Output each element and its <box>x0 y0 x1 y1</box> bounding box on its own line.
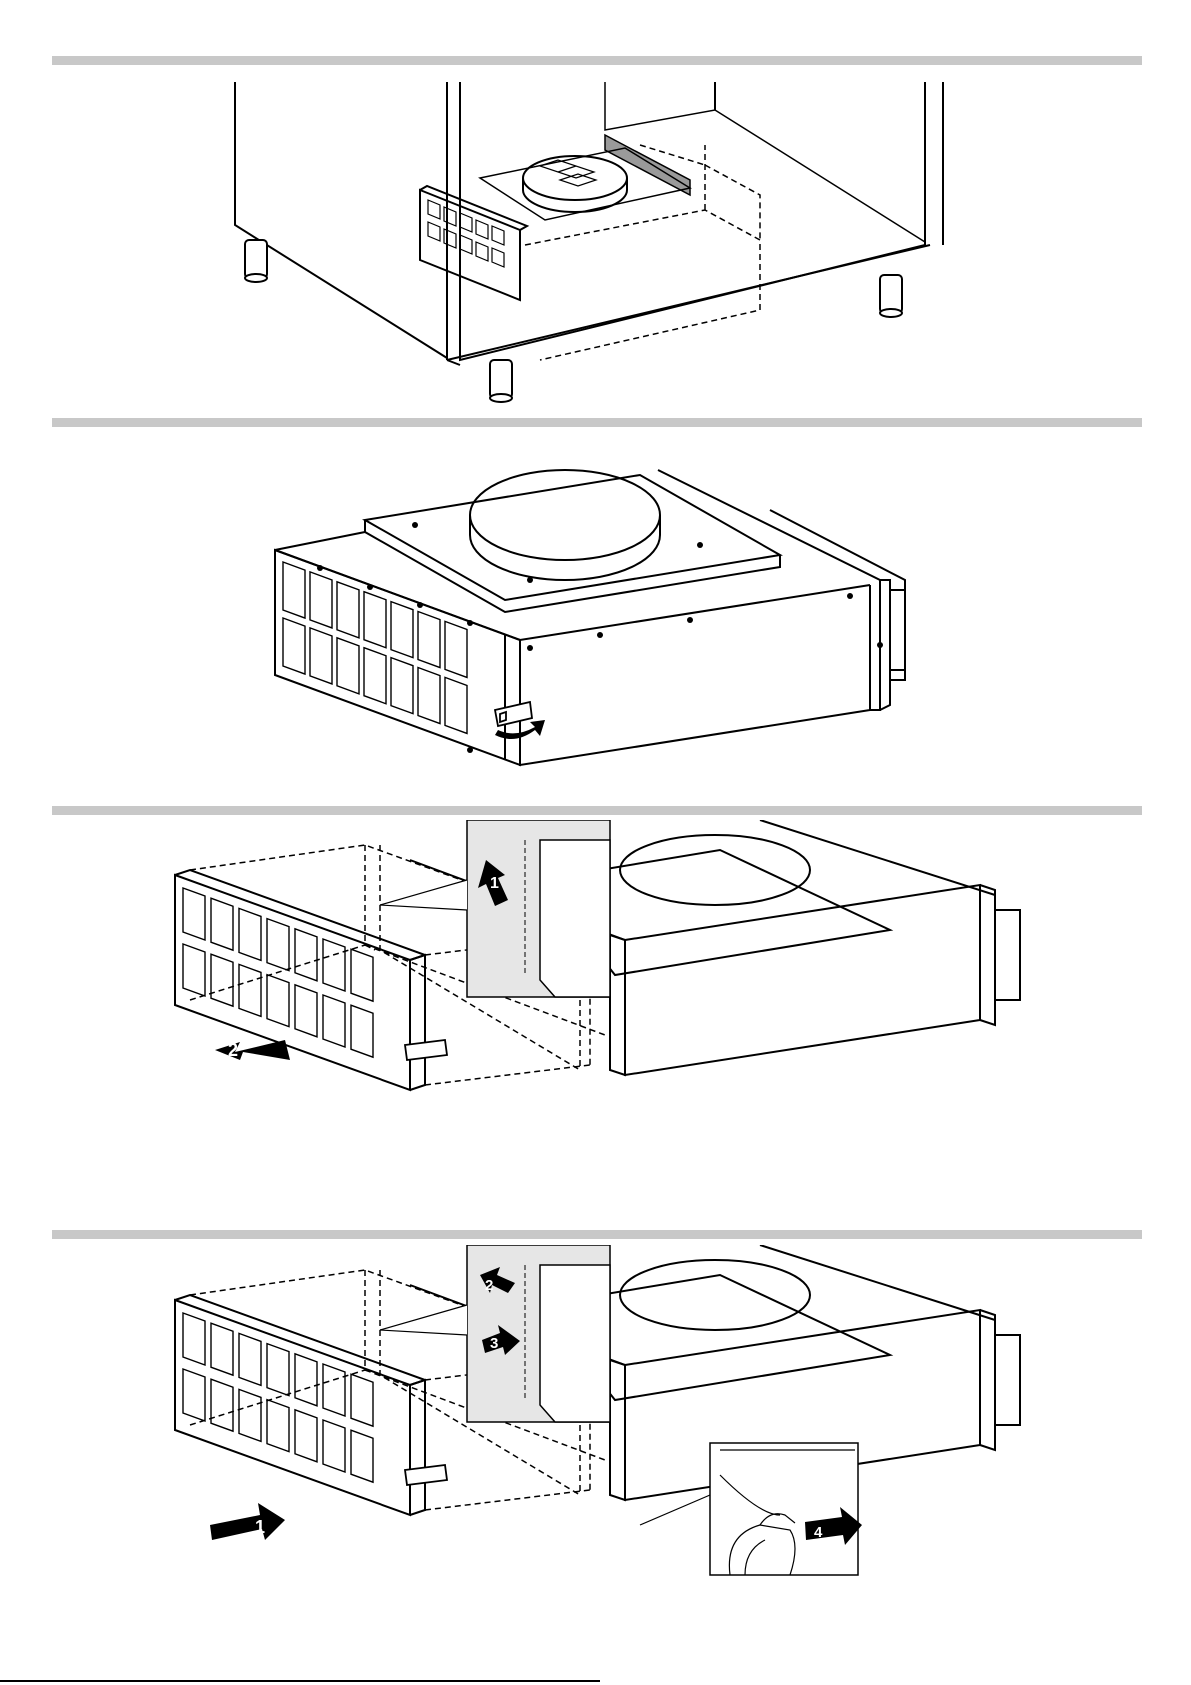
step-divider-4 <box>52 1230 1142 1239</box>
filter-grid-cell <box>183 944 205 996</box>
callout-4-3: 3 <box>490 1335 498 1352</box>
clip-icon <box>405 1465 447 1485</box>
filter-grid-cell <box>295 1410 317 1462</box>
callout-3-1: 1 <box>490 875 499 892</box>
callout-4-2: 2 <box>485 1277 493 1294</box>
callout-4-4: 4 <box>814 1524 823 1541</box>
filter-grid-cell <box>310 628 332 684</box>
step-2-illustration <box>0 440 1191 790</box>
filter-grid-cell <box>351 1005 373 1057</box>
filter-grid-cell <box>337 638 359 694</box>
filter-grid-cell <box>239 1333 261 1385</box>
detail-inset-hand: 4 <box>640 1443 862 1575</box>
filter-grid-cell <box>211 1379 233 1431</box>
filter-grid-cell <box>211 954 233 1006</box>
filter-grid-cell <box>211 898 233 950</box>
filter-grid-cell <box>267 975 289 1027</box>
filter-grid-cell <box>323 1364 345 1416</box>
filter-grid-cell <box>364 592 386 648</box>
filter-grid-cell <box>239 964 261 1016</box>
filter-grid-cell <box>418 612 440 668</box>
clip-icon <box>495 702 532 726</box>
clip-icon <box>405 1040 447 1060</box>
filter-grid-cell <box>418 668 440 724</box>
filter-grid-cell <box>445 621 467 677</box>
module-diagram <box>0 440 1191 790</box>
filter-grid-cell <box>295 1354 317 1406</box>
filter-grid-cell <box>351 1374 373 1426</box>
step-divider-2 <box>52 418 1142 427</box>
filter-grid-cell <box>283 618 305 674</box>
callout-4-1: 1 <box>255 1517 265 1537</box>
filter-grid-cell <box>323 1420 345 1472</box>
filter-grid-cell <box>295 929 317 981</box>
filter-grid-cell <box>391 602 413 658</box>
filter-grid-cell <box>267 919 289 971</box>
filter-grid-cell <box>351 1430 373 1482</box>
filter-grid-cell <box>267 1400 289 1452</box>
filter-grid-cell <box>211 1323 233 1375</box>
filter-grid-cell <box>239 1389 261 1441</box>
filter-grid-cell <box>283 562 305 618</box>
step-divider-1 <box>52 56 1142 65</box>
step-1-illustration <box>0 70 1191 410</box>
insert-filter-diagram: 2 3 1 4 <box>0 1245 1191 1665</box>
filter-grid-cell <box>183 888 205 940</box>
filter-grid-cell <box>323 995 345 1047</box>
filter-grid-cell <box>445 677 467 733</box>
filter-grid-cell <box>310 572 332 628</box>
filter-grid-cell <box>183 1313 205 1365</box>
callout-3-2: 2 <box>228 1040 238 1060</box>
footer-rule <box>0 1680 600 1682</box>
filter-grid-cell <box>183 1369 205 1421</box>
filter-grid-cell <box>323 939 345 991</box>
cabinet-diagram <box>0 70 1191 410</box>
remove-filter-diagram: 1 2 <box>0 820 1191 1220</box>
filter-grid-cell <box>364 648 386 704</box>
filter-grid-cell <box>391 658 413 714</box>
filter-grid-cell <box>337 582 359 638</box>
step-4-illustration: 2 3 1 4 <box>0 1245 1191 1665</box>
filter-grid-cell <box>351 949 373 1001</box>
filter-grid-cell <box>239 908 261 960</box>
step-3-illustration: 1 2 <box>0 820 1191 1220</box>
step-divider-3 <box>52 806 1142 815</box>
filter-grid-cell <box>295 985 317 1037</box>
filter-grid-cell <box>267 1344 289 1396</box>
